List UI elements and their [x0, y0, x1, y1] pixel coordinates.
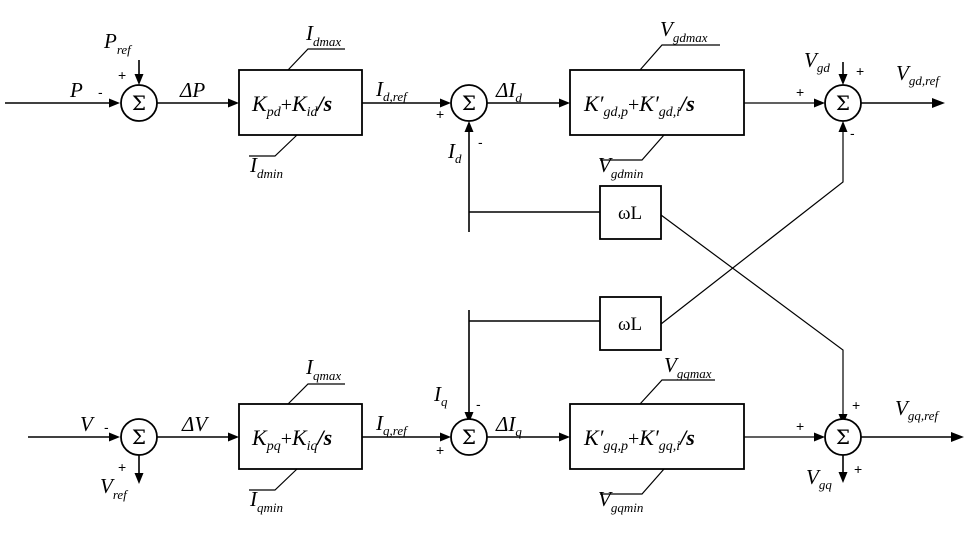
- arrowhead: [838, 472, 848, 483]
- arrowhead: [228, 432, 239, 442]
- sign-minus: -: [478, 134, 483, 150]
- signal-pref: Pref: [103, 29, 133, 57]
- sign-plus: +: [852, 397, 860, 413]
- limit-idmin: Idmin: [249, 153, 283, 181]
- limit-vgdmin: Vgdmin: [598, 153, 643, 181]
- sigma-symbol: Σ: [132, 425, 146, 449]
- sign-plus: +: [118, 459, 126, 475]
- sigma-symbol: Σ: [836, 425, 850, 449]
- arrowhead: [838, 121, 848, 132]
- upper-limit-mark: [287, 383, 345, 405]
- signal-p: P: [69, 78, 83, 102]
- signal-id-ref: Id,ref: [375, 77, 409, 104]
- wl-top-block: [599, 185, 662, 240]
- limit-iqmax: Iqmax: [305, 355, 341, 383]
- arrowhead: [814, 432, 825, 442]
- sign-plus: +: [856, 63, 864, 79]
- arrowhead: [559, 98, 570, 108]
- wl-bottom-label: ωL: [618, 314, 642, 335]
- pi-d-gain: Kpd+Kid/s: [251, 91, 332, 120]
- signal-id: Id: [447, 139, 462, 166]
- arrowhead: [228, 98, 239, 108]
- arrowhead: [838, 74, 848, 85]
- signal-delta-v: ΔV: [181, 412, 209, 436]
- limit-vgdmax: Vgdmax: [660, 17, 708, 45]
- sign-plus: +: [436, 106, 444, 122]
- signal-iq: Iq: [433, 382, 448, 409]
- pi-d-block: [238, 69, 363, 136]
- signal-delta-id: ΔId: [495, 78, 522, 105]
- lower-limit-mark: [249, 134, 298, 157]
- pi-gq-gain: K′gq,p+K′gq,i/s: [583, 425, 695, 454]
- wl-bottom-output-line: [660, 126, 844, 325]
- signal-delta-iq: ΔIq: [495, 412, 522, 439]
- limit-idmax: Idmax: [305, 21, 341, 49]
- arrowhead: [464, 412, 474, 423]
- signal-vgq-ref: Vgq,ref: [895, 396, 940, 423]
- wl-bottom-block: [599, 296, 662, 351]
- sign-minus: -: [476, 396, 481, 412]
- upper-limit-mark: [639, 44, 720, 71]
- arrowhead: [109, 98, 120, 108]
- sigma-symbol: Σ: [836, 91, 850, 115]
- sigma-symbol: Σ: [462, 425, 476, 449]
- sign-minus: -: [850, 125, 855, 141]
- arrowhead: [109, 432, 120, 442]
- sign-plus: +: [436, 442, 444, 458]
- arrowhead: [464, 121, 474, 132]
- arrowhead: [440, 432, 451, 442]
- sign-plus: +: [854, 461, 862, 477]
- arrowhead: [134, 74, 144, 85]
- lower-limit-mark: [249, 468, 298, 491]
- limit-vgqmax: Vgqmax: [664, 353, 712, 381]
- upper-limit-mark: [287, 48, 345, 71]
- lower-limit-mark: [600, 468, 665, 495]
- signal-vref: Vref: [100, 474, 129, 502]
- signal-vgq: Vgq: [806, 465, 832, 492]
- pi-gq-block: [569, 403, 745, 470]
- sign-plus: +: [796, 418, 804, 434]
- arrowhead: [559, 432, 570, 442]
- signal-iq-ref: Iq,ref: [375, 411, 409, 438]
- pi-q-block: [238, 403, 363, 470]
- signal-delta-p: ΔP: [179, 78, 205, 102]
- wl-top-label: ωL: [618, 203, 642, 224]
- arrowhead: [932, 98, 945, 108]
- sigma-symbol: Σ: [132, 91, 146, 115]
- limit-vgqmin: Vgqmin: [598, 487, 643, 515]
- sign-plus: +: [118, 67, 126, 83]
- arrowhead: [440, 98, 451, 108]
- sign-minus: -: [98, 84, 103, 100]
- arrowhead: [134, 473, 144, 484]
- signal-vgd: Vgd: [804, 48, 830, 75]
- lower-limit-mark: [600, 134, 665, 161]
- wl-top-output-line: [660, 214, 844, 420]
- signal-v: V: [80, 412, 95, 436]
- limit-iqmin: Iqmin: [249, 487, 283, 515]
- sign-minus: -: [104, 419, 109, 435]
- sigma-symbol: Σ: [462, 91, 476, 115]
- pi-gd-gain: K′gd,p+K′gd,i/s: [583, 91, 695, 120]
- upper-limit-mark: [639, 379, 715, 405]
- arrowhead: [814, 98, 825, 108]
- signal-vgd-ref: Vgd,ref: [896, 61, 941, 88]
- arrowhead: [951, 432, 964, 442]
- pi-q-gain: Kpq+Kiq/s: [251, 425, 332, 454]
- sign-plus: +: [796, 84, 804, 100]
